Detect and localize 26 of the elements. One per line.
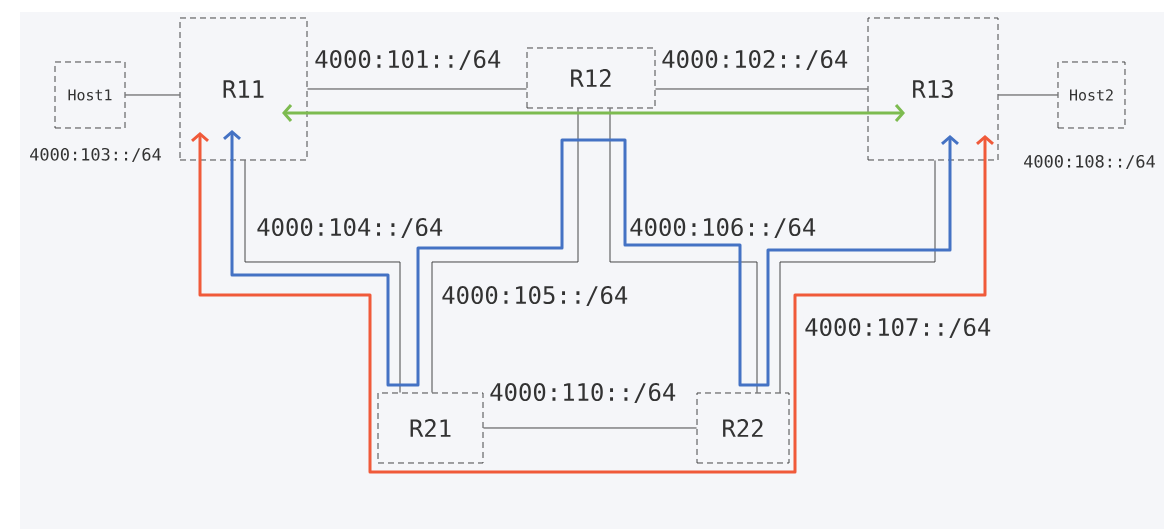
link-line <box>431 108 579 393</box>
host-box: Host1 <box>54 61 126 129</box>
link-line <box>244 160 401 393</box>
edge-label: 4000:110::/64 <box>488 382 678 404</box>
edge-label: 4000:104::/64 <box>255 217 445 239</box>
host-box: Host2 <box>1057 61 1126 129</box>
link-line <box>307 88 527 90</box>
link-line <box>483 427 697 429</box>
router-box: R13 <box>867 17 999 161</box>
edge-label: 4000:107::/64 <box>803 317 993 339</box>
link-line <box>998 94 1058 96</box>
router-box: R12 <box>526 47 656 109</box>
arrow <box>282 104 905 122</box>
arrow <box>191 132 994 474</box>
edge-label: 4000:101::/64 <box>313 49 503 71</box>
link-line <box>779 160 936 393</box>
edge-label: 4000:106::/64 <box>628 217 818 239</box>
link-line <box>609 108 758 393</box>
link-line <box>655 88 868 90</box>
router-box: R22 <box>696 392 790 464</box>
edge-label: 4000:105::/64 <box>440 285 630 307</box>
edge-label: 4000:102::/64 <box>660 49 850 71</box>
link-line <box>125 94 180 96</box>
router-box: R11 <box>179 17 308 161</box>
arrow <box>223 130 959 387</box>
router-box: R21 <box>377 392 484 464</box>
